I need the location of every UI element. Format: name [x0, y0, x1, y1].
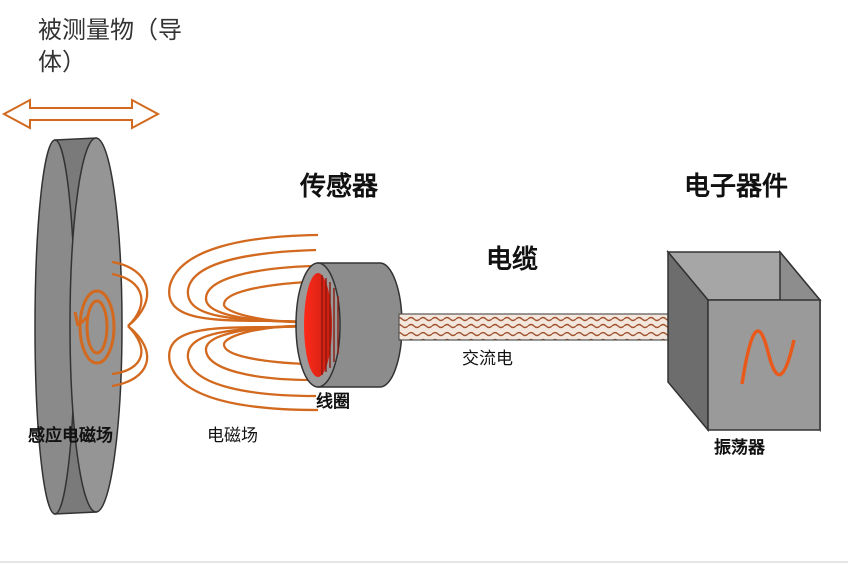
induced-field-lines — [111, 260, 149, 388]
title-line-1: 被测量物（导 — [38, 16, 182, 44]
label-em-field: 电磁场 — [207, 426, 258, 446]
coil-icon — [304, 273, 339, 377]
label-sensor: 传感器 — [300, 172, 379, 202]
page-title: 被测量物（导 体） — [38, 14, 228, 78]
em-field-lines — [168, 233, 319, 412]
cable — [398, 313, 688, 341]
label-ac: 交流电 — [462, 349, 513, 369]
sine-wave-icon — [740, 329, 796, 385]
label-oscillator: 振荡器 — [714, 438, 765, 458]
eddy-current-icon — [73, 289, 116, 365]
label-cable: 电缆 — [486, 245, 539, 275]
label-induced-field: 感应电磁场 — [28, 426, 113, 446]
title-line-2: 体） — [38, 48, 86, 76]
motion-arrow-icon — [1, 98, 161, 130]
target-disk — [34, 137, 123, 515]
electronics-box — [666, 249, 822, 433]
label-electronics: 电子器件 — [684, 172, 789, 202]
label-coil: 线圈 — [316, 392, 350, 412]
